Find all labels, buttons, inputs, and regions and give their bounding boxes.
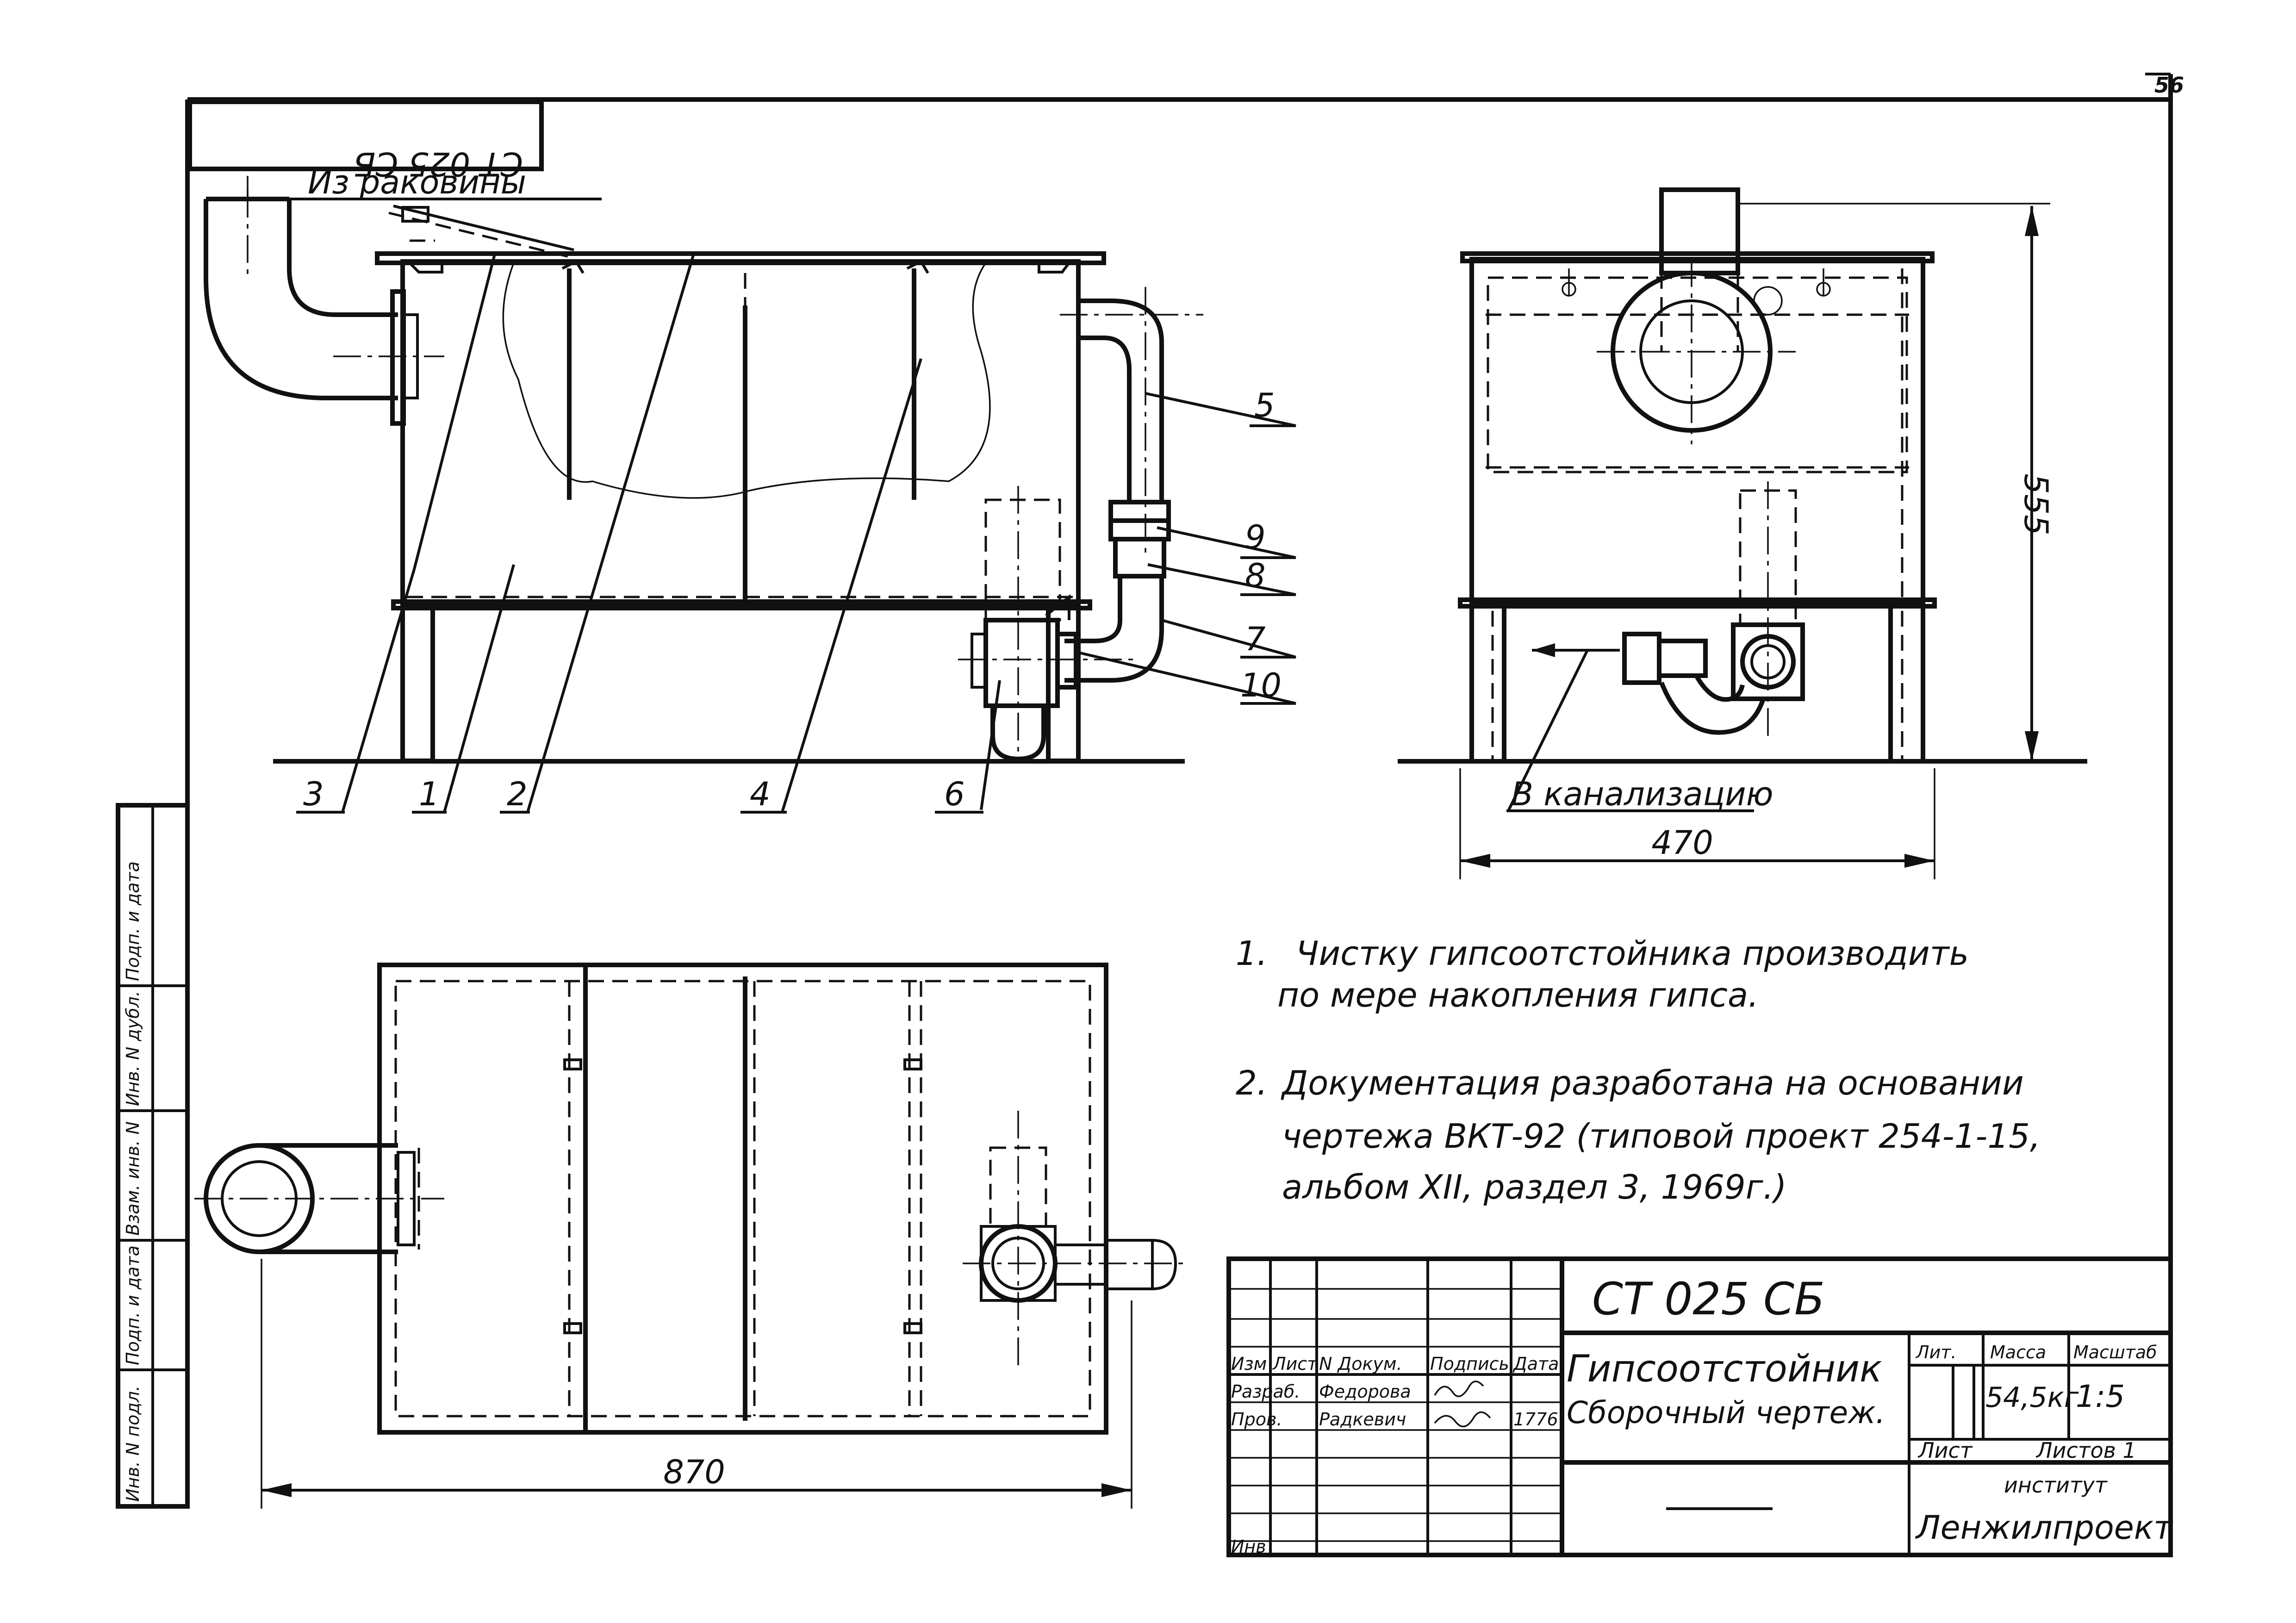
title-subtitle: Сборочный чертеж. <box>1567 1395 1885 1430</box>
side-stamp-strip <box>116 803 190 1509</box>
side-stamp-inv: Инв. N подл. <box>123 1386 143 1502</box>
sheet-label: Лист <box>1917 1438 1973 1463</box>
callout-7: 7 <box>1245 620 1266 658</box>
title-name: Гипсоотстойник <box>1567 1347 1882 1390</box>
page-number: 56 <box>2154 73 2184 98</box>
scale-value: 1:5 <box>2076 1379 2125 1414</box>
note-2-line-3: альбом XII, раздел 3, 1969г.) <box>1282 1168 1787 1206</box>
note-2-line-1: Документация разработана на основании <box>1281 1063 2024 1102</box>
side-view: В канализацию 555 470 <box>1398 187 2087 879</box>
note-2-line-2: чертежа ВКТ-92 (типовой проект 254-1-15, <box>1282 1117 2041 1156</box>
check-date: 1776 <box>1513 1409 1558 1430</box>
dim-length: 870 <box>663 1453 725 1491</box>
callout-2: 2 <box>507 775 528 813</box>
plan-view: 870 <box>194 963 1185 1509</box>
side-stamp-sign2: Подп. и дата <box>123 861 143 981</box>
callout-5: 5 <box>1254 386 1275 424</box>
col-sign: Подпись <box>1430 1354 1509 1374</box>
signature-developer <box>1434 1380 1484 1397</box>
scale-label: Масштаб <box>2073 1342 2157 1362</box>
outlet-riser <box>1060 287 1203 683</box>
side-stamp-replace: Взам. инв. N <box>123 1121 143 1236</box>
institute-label: институт <box>2004 1473 2108 1498</box>
drain-label: Из раковины <box>308 163 526 201</box>
signature-checker <box>1434 1411 1491 1428</box>
callout-9: 9 <box>1245 518 1266 556</box>
inlet-elbow-pipe <box>204 190 444 426</box>
sheets-label: Листов 1 <box>2035 1438 2136 1463</box>
institute-name: Ленжилпроект <box>1915 1509 2173 1547</box>
sewer-label: В канализацию <box>1511 775 1773 813</box>
stamp-code: СТ 025 СБ <box>353 145 523 183</box>
side-stamp-dup: Инв. N дубл. <box>123 991 143 1106</box>
mass-label: Масса <box>1990 1342 2046 1362</box>
note-1-line-1: Чистку гипсоотстойника производить <box>1296 934 1969 973</box>
note-1-number: 1. <box>1236 934 1268 973</box>
title-block <box>1226 1256 2173 1557</box>
notes: 1. Чистку гипсоотстойника производить по… <box>1236 934 2041 1206</box>
callout-4: 4 <box>750 775 771 813</box>
title-code: СТ 025 СБ <box>1592 1273 1825 1325</box>
stamp-box <box>187 99 544 171</box>
checker-role: Пров. <box>1231 1409 1282 1430</box>
note-1-line-2: по мере накопления гипса. <box>1277 976 1759 1014</box>
col-date: Дата <box>1512 1354 1559 1374</box>
dim-front-width: 470 <box>1651 824 1713 862</box>
developer-role: Разраб. <box>1231 1381 1300 1402</box>
col-doc: N Докум. <box>1319 1354 1402 1374</box>
callout-8: 8 <box>1245 557 1266 595</box>
developer-name: Федорова <box>1319 1381 1411 1402</box>
lit-label: Лит. <box>1915 1342 1957 1362</box>
callout-1: 1 <box>419 775 440 813</box>
checker-name: Радкевич <box>1319 1409 1406 1430</box>
col-izm: Изм <box>1231 1354 1267 1374</box>
callout-3: 3 <box>303 775 324 813</box>
callout-6: 6 <box>944 775 965 813</box>
callout-10: 10 <box>1240 666 1282 704</box>
front-view: Из раковины <box>204 163 1296 814</box>
inv-label: Инв <box>1231 1536 1266 1557</box>
callout-leaders <box>296 252 1296 814</box>
mass-value: 54,5кг <box>1985 1381 2079 1414</box>
col-list: Лист <box>1272 1354 1318 1374</box>
dim-height: 555 <box>2017 473 2055 535</box>
side-stamp-sign1: Подп. и дата <box>123 1245 143 1365</box>
note-2-number: 2. <box>1236 1063 1268 1102</box>
